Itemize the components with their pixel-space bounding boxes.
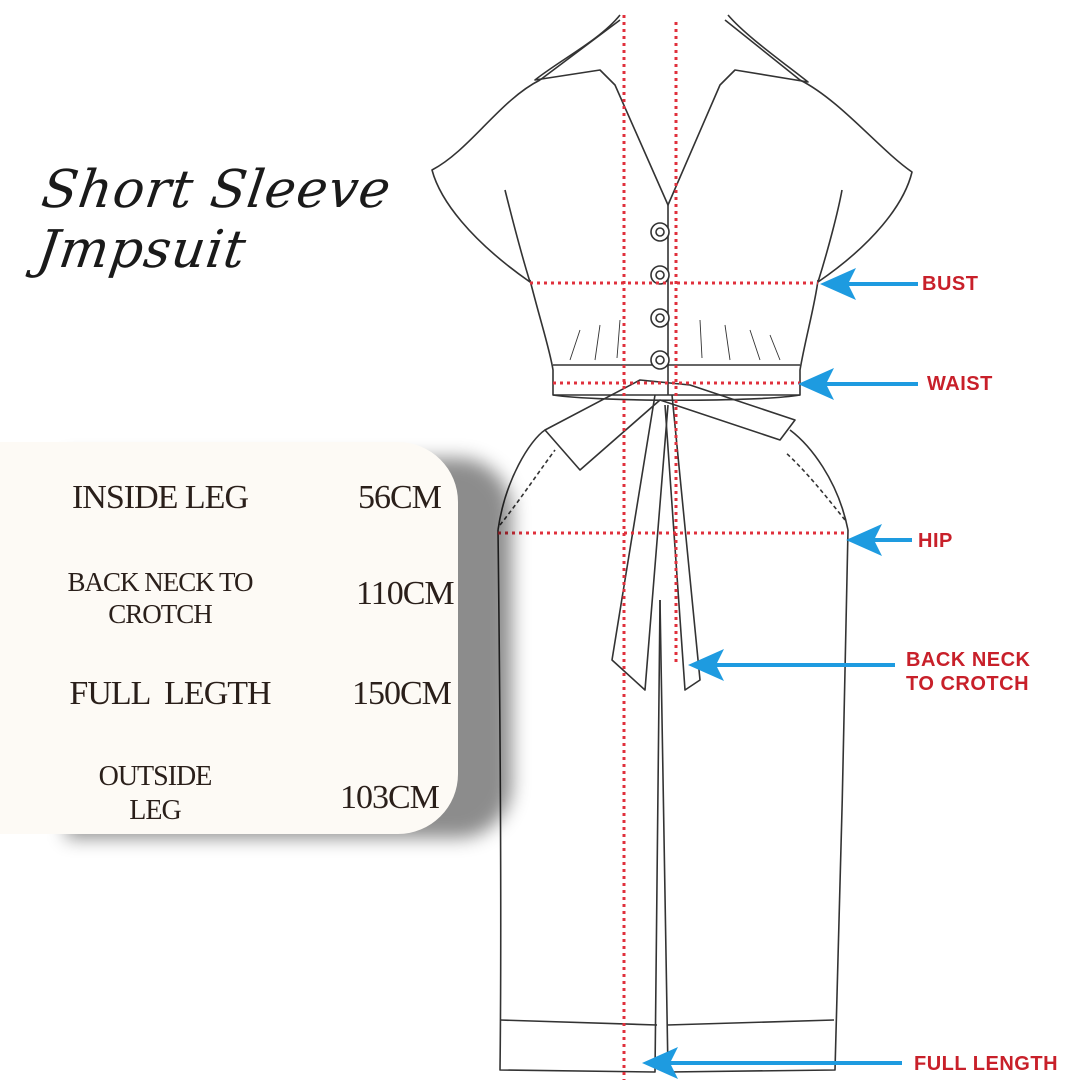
size-row: BACK NECK TO CROTCH 110CM [0,566,458,636]
pocket-right [784,451,846,521]
arrow-waist [798,368,834,400]
shoulders [539,19,801,81]
right-sleeve [799,79,913,283]
label-waist: WAIST [927,373,993,395]
belt-tail-right [664,394,701,691]
pocket-left [499,449,556,526]
left-cuff [499,1019,658,1026]
size-row-name: BACK NECK TO CROTCH [67,567,253,629]
bodice-outline [529,279,819,396]
label-full-length: FULL LENGTH [914,1053,1059,1075]
size-row: FULL LEGTH 150CM [0,674,458,724]
left-sleeve [431,79,541,283]
size-table-card: INSIDE LEG 56CM BACK NECK TO CROTCH 110C… [0,442,458,834]
collar [534,14,809,206]
label-back-neck-to-crotch: BACK NECK TO CROTCH [906,649,1031,695]
label-bust: BUST [922,273,979,295]
arrow-bust [820,268,856,300]
buttons [650,222,670,370]
left-leg-outline [497,529,661,1073]
size-row-name: FULL LEGTH [69,675,271,712]
hip-outline [497,429,849,531]
title-line-2: Jmpsuit [33,220,251,280]
measurement-arrows [642,268,918,1079]
size-row: INSIDE LEG 56CM [0,478,458,538]
belt-bow [544,379,796,471]
gathers [569,319,781,361]
arrow-full-length [642,1047,678,1079]
garment-title: Short Sleeve Jmpsuit [30,160,447,280]
size-row-value: 150CM [352,675,452,712]
size-row: OUTSIDE LEG 103CM [0,760,458,830]
size-row-value: 110CM [356,575,455,612]
size-row-value: 103CM [340,779,440,816]
size-row-name: OUTSIDE LEG [98,761,213,826]
arrow-back-neck [688,649,724,681]
right-leg-outline [659,529,849,1073]
belt-tail-left [611,394,669,691]
title-line-1: Short Sleeve [38,160,396,220]
label-hip: HIP [918,530,953,552]
arrow-hip [846,524,882,556]
size-row-name: INSIDE LEG [71,479,249,516]
right-cuff [666,1019,835,1026]
size-row-value: 56CM [358,479,442,516]
measurement-lines [498,15,848,1080]
